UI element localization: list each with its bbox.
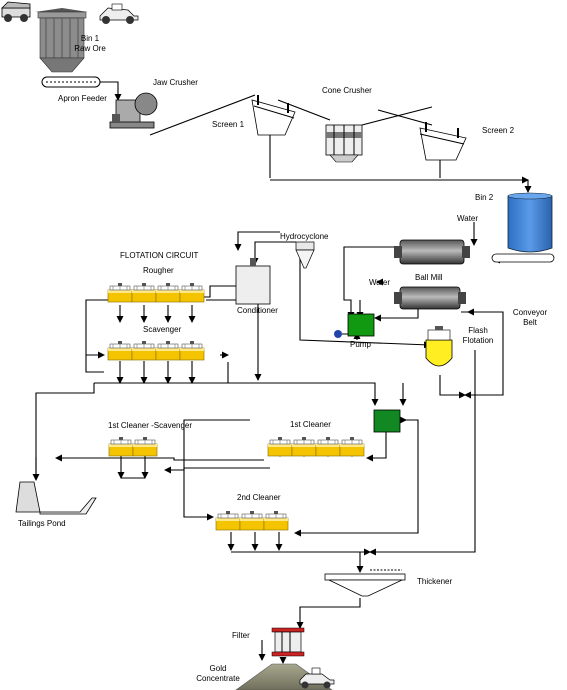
screen2-label: Screen 2 (482, 126, 515, 135)
hydrocyclone-label: Hydrocyclone (280, 232, 329, 241)
conveyor-label: Conveyor (512, 308, 548, 317)
concentrate-label: Concentrate (196, 674, 240, 683)
raw-ore-label: Raw Ore (74, 44, 106, 53)
conveyor-belt-icon (491, 253, 555, 263)
filter-icon (271, 627, 305, 657)
water-label-2: Water (369, 278, 391, 287)
screen1-label: Screen 1 (212, 120, 245, 129)
scavenger-cells-icon (107, 340, 205, 361)
filter-label: Filter (232, 631, 250, 640)
loader-icon (99, 3, 139, 24)
loader-bottom-icon (299, 667, 335, 689)
conditioner-icon (235, 258, 271, 305)
flash-flotation-icon (425, 326, 453, 367)
scavenger-label: Scavenger (143, 325, 182, 334)
first-cleaner-label: 1st Cleaner (290, 420, 331, 429)
hydrocyclone-icon (295, 241, 315, 269)
rougher-label: Rougher (143, 266, 174, 275)
flash-mill-icon (394, 286, 466, 310)
cone-crusher-icon (325, 124, 363, 163)
ball-mill-icon (394, 239, 470, 265)
gold-label: Gold (209, 664, 227, 673)
jaw-crusher-icon (109, 92, 158, 129)
screen1-icon (251, 95, 296, 136)
mixer-tank-icon (373, 409, 401, 433)
tailings-pond-label: Tailings Pond (18, 519, 66, 528)
bin1-label: Bin 1 (80, 34, 100, 43)
mining-truck-icon (1, 1, 31, 22)
first-cleaner-scavenger-cells-icon (108, 436, 158, 457)
cleaner-scavenger-label: 1st Cleaner -Scavenger (108, 421, 193, 430)
bin2-icon (507, 192, 553, 253)
flash-label: Flash (468, 326, 488, 335)
thickener-label: Thickener (417, 577, 453, 586)
screen2-icon (419, 122, 467, 161)
rougher-cells-icon (107, 282, 205, 303)
bin2-label: Bin 2 (475, 193, 494, 202)
water-label-1: Water (457, 214, 479, 223)
apron-feeder-label: Apron Feeder (58, 94, 107, 103)
pump-icon (334, 313, 375, 338)
thickener-icon (324, 569, 406, 597)
conditioner-label: Conditioner (237, 306, 278, 315)
belt-label: Belt (523, 318, 537, 327)
second-cleaner-label: 2nd Cleaner (237, 493, 281, 502)
second-cleaner-cells-icon (215, 510, 289, 531)
ball-mill-label: Ball Mill (415, 273, 443, 282)
first-cleaner-cells-icon (267, 436, 365, 457)
tailings-pond-icon (15, 481, 97, 515)
jaw-crusher-label: Jaw Crusher (153, 78, 198, 87)
apron-feeder-icon (41, 76, 101, 88)
bin1-icon (35, 8, 88, 73)
flotation-circuit-label: FLOTATION CIRCUIT (120, 251, 199, 260)
pump-label: Pump (350, 340, 371, 349)
cone-crusher-label: Cone Crusher (322, 86, 372, 95)
flotation-label: Flotation (462, 336, 494, 345)
